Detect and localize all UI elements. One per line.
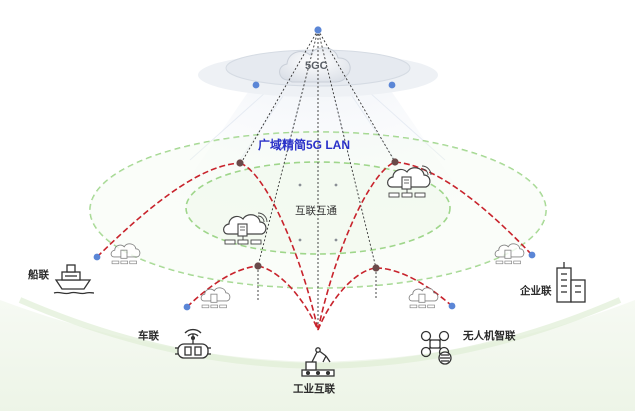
drone-label: 无人机智联 (463, 330, 516, 342)
ground-curve (18, 297, 622, 370)
factory-robot-icon (301, 347, 335, 377)
cloud-5gc-icon (279, 47, 351, 83)
cloud-server-icon (223, 212, 268, 245)
cloud-server-icon (387, 165, 432, 198)
ship-label: 船联 (28, 269, 49, 281)
small-cloud-server-icon (110, 243, 141, 265)
core-links (239, 29, 396, 330)
ship-icon (53, 264, 95, 295)
industry-label: 工业互联 (293, 383, 335, 395)
small-cloud-server-icon (494, 243, 525, 265)
vehicle-label: 车联 (138, 330, 159, 342)
ground-band (0, 300, 635, 411)
center-dots (298, 183, 338, 242)
center-label: 互联互通 (295, 205, 337, 217)
small-cloud-server-icon (200, 287, 231, 309)
enterprise-label: 企业联 (520, 285, 552, 297)
small-cloud-server-icon (408, 287, 439, 309)
car-icon (175, 328, 211, 359)
building-icon (556, 262, 586, 303)
drone-icon (420, 330, 452, 365)
lan-title: 广域精简5G LAN (258, 138, 351, 152)
lan-arcs (96, 161, 533, 331)
core-5gc-label: 5GC (305, 60, 328, 72)
junction-nodes (236, 158, 399, 272)
blue-nodes (93, 26, 536, 311)
